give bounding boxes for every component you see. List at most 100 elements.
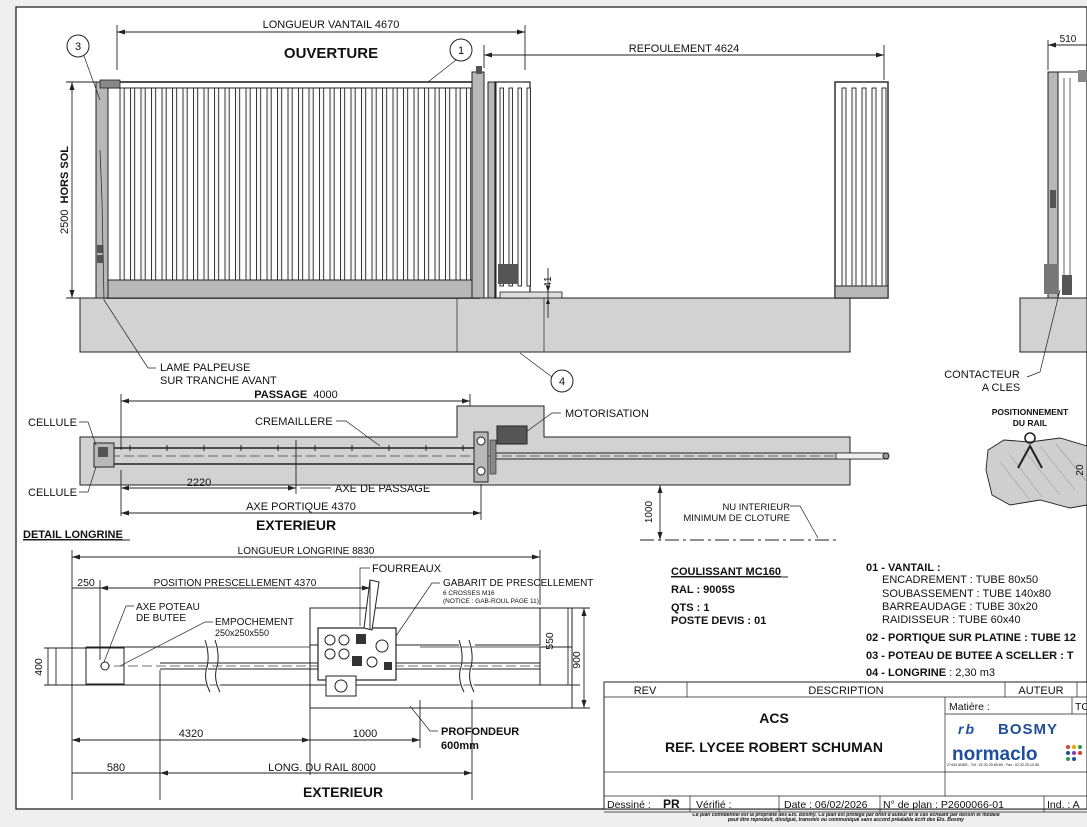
ouverture-label: OUVERTURE [284, 45, 378, 62]
title-block: REV DESCRIPTION AUTEUR ACS REF. LYCEE RO… [603, 681, 1087, 813]
detail-longrine: DETAIL LONGRINE [23, 529, 593, 800]
plan-concrete [79, 405, 851, 486]
svg-text:04 - LONGRINE : 2,30 m3: 04 - LONGRINE : 2,30 m3 [866, 667, 995, 679]
lame-palpeuse-label-1: LAME PALPEUSE [160, 362, 250, 374]
detail-dim-1000: 1000 [353, 728, 377, 740]
hauteur-value: 2500 [59, 210, 71, 234]
position-prescellement-label: POSITION PRESCELLEMENT 4370 [154, 578, 317, 589]
motor-unit [498, 264, 518, 284]
dim-20: 20 [1075, 464, 1086, 476]
svg-text:PASSAGE 4000: PASSAGE 4000 [254, 389, 338, 401]
gate-bar [424, 87, 430, 281]
gate-bar [140, 87, 146, 281]
plan-dim-1000: 1000 [644, 500, 655, 523]
concrete-beam [79, 297, 851, 353]
dim-900: 900 [571, 651, 583, 669]
longueur-vantail-label: LONGUEUR VANTAIL 4670 [263, 19, 400, 31]
cremaillere-label: CREMAILLERE [255, 416, 333, 428]
axe-poteau-label-1: AXE POTEAU [136, 602, 200, 613]
motorisation-label: MOTORISATION [565, 408, 649, 420]
plan-motorisation [496, 425, 528, 445]
dim-580: 580 [107, 762, 125, 774]
positionnement-label-2: DU RAIL [1013, 418, 1047, 428]
gabarit-sub-1: 6 CROSSES M16 [443, 590, 495, 597]
dim-550: 550 [544, 632, 556, 650]
vantail-title: 01 - VANTAIL : [866, 562, 941, 574]
gate-bar [245, 87, 251, 281]
reference: REF. LYCEE ROBERT SCHUMAN [665, 739, 883, 755]
profondeur-label-1: PROFONDEUR [441, 726, 519, 738]
longueur-longrine-label: LONGUEUR LONGRINE 8830 [238, 546, 375, 557]
detail-longrine-title: DETAIL LONGRINE [23, 529, 123, 541]
poste-devis-label: POSTE DEVIS : 01 [671, 615, 766, 627]
plan-exterieur-label: EXTERIEUR [256, 517, 336, 533]
matiere-label: Matière : [949, 701, 990, 713]
gate-bar [382, 87, 388, 281]
gate-bar [287, 87, 293, 281]
normaclo-brand: normaclo [952, 744, 1038, 765]
gate-bar [161, 87, 167, 281]
gate-bar [350, 87, 356, 281]
gate-bar [466, 87, 472, 281]
refoulement-label: REFOULEMENT 4624 [629, 43, 739, 55]
confidential-text-2: peut être reproduit, divulgué, transmis … [728, 816, 964, 822]
rail-ground-section [985, 437, 1087, 509]
longrine-line-value: : 2,30 m3 [946, 667, 995, 679]
ral-label: RAL : 9005S [671, 584, 735, 596]
profondeur-label-2: 600mm [441, 740, 479, 752]
gate-bar [413, 87, 419, 281]
portique-bar [517, 87, 522, 287]
specs-block: COULISSANT MC160 RAL : 9005S QTS : 1 POS… [671, 566, 788, 627]
svg-text:3: 3 [75, 41, 81, 53]
rail-anchor [1017, 443, 1043, 469]
portique-line: 02 - PORTIQUE SUR PLATINE : TUBE 12 [866, 632, 1076, 644]
plan-number: N° de plan : P2600066-01 [883, 799, 1004, 811]
matiere-value: TC [1075, 701, 1087, 713]
gate-bar [214, 87, 220, 281]
long-rail-label: LONG. DU RAIL 8000 [268, 762, 376, 774]
address-line: 27430 ANDE - Tél : 02.32.25.65.65 - Fax … [947, 763, 1039, 767]
vantail-item-1: ENCADREMENT : TUBE 80x50 [882, 574, 1038, 586]
gate-bar [130, 87, 136, 281]
fence-bar [861, 87, 867, 287]
verifie-label: Vérifié : [696, 799, 732, 811]
qts-label: QTS : 1 [671, 602, 710, 614]
gate-bars [119, 87, 472, 281]
gate-bar [455, 87, 461, 281]
ind-label: Ind. : A [1047, 799, 1080, 811]
dim-400: 400 [33, 658, 45, 676]
gate-bar [403, 87, 409, 281]
gate-bar [361, 87, 367, 281]
bosmy-brand: BOSMY [998, 721, 1058, 738]
axe-poteau-label-2: DE BUTEE [136, 613, 186, 624]
cellule-top-label: CELLULE [28, 417, 77, 429]
gate-bar [392, 87, 398, 281]
gate-bar [256, 87, 262, 281]
gate-bar [319, 87, 325, 281]
dim-41: 41 [543, 276, 554, 288]
confidential-text-1: Ce plan confidentiel est la propriété de… [692, 813, 1000, 818]
gate-bar [193, 87, 199, 281]
gate-bar [277, 87, 283, 281]
callout-1 [449, 38, 473, 62]
confidential-notice: Ce plan confidentiel est la propriété de… [606, 813, 1086, 822]
bosmy-mark: rb [958, 721, 976, 737]
svg-text:2500 HORS SOL: 2500 HORS SOL [59, 146, 71, 234]
cellule-bottom-label: CELLULE [28, 487, 77, 499]
gate-bar [308, 87, 314, 281]
empochement-label-1: EMPOCHEMENT [215, 617, 294, 628]
contacteur-label-2: A CLES [982, 382, 1021, 394]
date-label: Date : 06/02/2026 [784, 799, 868, 811]
auteur-header: AUTEUR [1018, 685, 1063, 697]
gabarit-label: GABARIT DE PRESCELLEMENT [443, 578, 593, 589]
fourreaux-label: FOURREAUX [372, 563, 442, 575]
gate-bar [298, 87, 304, 281]
portique-post [471, 71, 485, 299]
callout-3 [66, 34, 90, 58]
empochement-label-2: 250x250x550 [215, 628, 269, 638]
gate-bar [151, 87, 157, 281]
dim-2220: 2220 [187, 477, 211, 489]
poteau-line: 03 - POTEAU DE BUTEE A SCELLER : T [866, 650, 1074, 662]
normaclo-dots-icon [1066, 745, 1082, 761]
